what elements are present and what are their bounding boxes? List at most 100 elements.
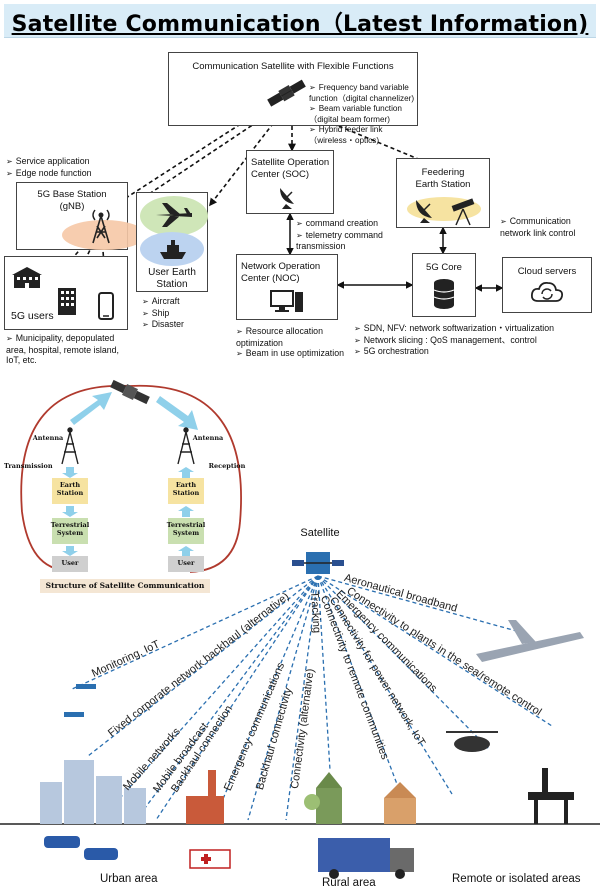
tx-terrestrial bbox=[52, 518, 88, 544]
airplane-large-icon bbox=[476, 620, 584, 662]
soc-bullet: telemetry command transmission bbox=[296, 230, 406, 252]
base-station-bullet: Service application bbox=[6, 156, 126, 168]
noc-bullets: Resource allocation optimization Beam in… bbox=[236, 326, 356, 360]
soc-title: Satellite Operation bbox=[251, 157, 330, 168]
usecase-ray bbox=[317, 575, 453, 795]
base-station-bullets: Service application Edge node function bbox=[6, 156, 126, 179]
users-label: 5G users bbox=[11, 310, 54, 322]
rx-user-label: User bbox=[177, 559, 195, 567]
feeder-station-subtitle: Earth Station bbox=[415, 179, 471, 190]
tx-antenna-icon bbox=[61, 427, 79, 465]
tx-user bbox=[52, 556, 88, 572]
database-icon bbox=[433, 279, 455, 309]
noc-subtitle: Center (NOC) bbox=[241, 273, 300, 284]
noc-box: Network Operation Center (NOC) bbox=[236, 254, 338, 320]
usecase-ray bbox=[317, 575, 331, 771]
satellite-dish-icon bbox=[280, 188, 294, 209]
tx-earth-station-label: Earth Station bbox=[56, 481, 84, 497]
users-bullets: Municipality, depopulated area, hospital… bbox=[6, 333, 126, 366]
soc-box: Satellite Operation Center (SOC) bbox=[246, 150, 334, 214]
base-station-bullet: Edge node function bbox=[6, 168, 126, 180]
satellite-box-title: Communication Satellite with Flexible Fu… bbox=[192, 61, 394, 72]
feeder-bullets: Communication network link control bbox=[500, 216, 594, 238]
transmission-label: Transmission bbox=[4, 462, 53, 470]
area-label-remote: Remote or isolated areas bbox=[452, 873, 581, 885]
core-bullet: Network slicing : QoS management、control bbox=[354, 335, 596, 347]
soc-bullets: command creation telemetry command trans… bbox=[296, 218, 406, 252]
factory-icon bbox=[186, 770, 224, 824]
cell-tower-icon bbox=[92, 209, 110, 244]
rx-terrestrial bbox=[168, 518, 204, 544]
rx-earth-station-label: Earth Station bbox=[172, 481, 200, 497]
satellite-function: Frequency band variable function（digital… bbox=[309, 83, 419, 104]
soc-bullet: command creation bbox=[296, 218, 406, 230]
user-earth-bullet: Aircraft bbox=[142, 296, 212, 308]
page-title: Satellite Communication（Latest Informati… bbox=[11, 12, 589, 37]
oil-platform-icon bbox=[528, 768, 574, 824]
drone-icons bbox=[64, 684, 96, 717]
satellite-function: Hybrid feeder link（wireless・optics) bbox=[309, 125, 419, 146]
usecase-ray bbox=[317, 575, 553, 727]
tx-earth-station bbox=[52, 478, 88, 504]
base-station-title: 5G Base Station bbox=[37, 189, 107, 200]
noc-bullet: Resource allocation optimization bbox=[236, 326, 356, 348]
noc-bullet: Beam in use optimization bbox=[236, 348, 356, 360]
ship-icon bbox=[160, 240, 186, 259]
usecase-ray bbox=[247, 575, 319, 821]
core-bullet: 5G orchestration bbox=[354, 346, 596, 358]
feeder-bullet: Communication network link control bbox=[500, 216, 594, 238]
rx-user bbox=[168, 556, 204, 572]
user-earth-bullet: Ship bbox=[142, 308, 212, 320]
usecase-satellite-icon bbox=[292, 552, 344, 574]
rx-antenna-label: Antenna bbox=[192, 434, 224, 442]
usecase-ray bbox=[317, 575, 401, 793]
satellite-function-list: Frequency band variable function（digital… bbox=[309, 83, 419, 146]
rx-terrestrial-label: Terrestrial System bbox=[166, 521, 206, 537]
core-label: 5G Core bbox=[426, 262, 462, 273]
helicopter-icon bbox=[446, 731, 498, 752]
truck-icon bbox=[318, 838, 414, 879]
base-station-subtitle: (gNB) bbox=[59, 201, 85, 212]
structure-caption: Structure of Satellite Communication bbox=[40, 579, 210, 593]
structure-diagram bbox=[20, 379, 242, 573]
apartment-building-icon bbox=[58, 288, 76, 315]
urban-skyline bbox=[40, 760, 146, 824]
feeder-dish-icon bbox=[416, 200, 432, 223]
reception-label: Reception bbox=[208, 462, 246, 470]
link-sat-users bbox=[138, 109, 276, 201]
noc-title: Network Operation bbox=[241, 261, 321, 272]
usecase-diagram bbox=[0, 552, 600, 879]
title-band: Satellite Communication（Latest Informati… bbox=[4, 4, 596, 38]
satellite-icon bbox=[267, 79, 306, 107]
usecase-ray bbox=[285, 575, 319, 821]
tx-user-label: User bbox=[61, 559, 79, 567]
area-label-rural: Rural area bbox=[322, 877, 376, 889]
ambulance-icon bbox=[189, 849, 231, 869]
cloud-sync-icon bbox=[530, 281, 564, 302]
user-earth-bullets: Aircraft Ship Disaster bbox=[142, 296, 212, 331]
feeder-station-box: Feedering Earth Station bbox=[396, 158, 490, 228]
usecase-ray bbox=[317, 575, 491, 751]
downlink-arrow bbox=[156, 396, 198, 430]
usecase-ray bbox=[213, 575, 319, 821]
municipality-building-icon bbox=[12, 267, 42, 288]
core-bullet: SDN, NFV: network softwarization・virtual… bbox=[354, 323, 596, 335]
user-earth-station-label-2: Station bbox=[156, 279, 188, 290]
rx-antenna-icon bbox=[177, 427, 195, 465]
rural-buildings bbox=[304, 772, 416, 824]
satellite-function: Beam variable function（digital beam form… bbox=[309, 104, 419, 125]
user-earth-bullet: Disaster bbox=[142, 319, 212, 331]
usecase-ray bbox=[103, 575, 319, 817]
soc-subtitle: Center (SOC) bbox=[251, 169, 310, 180]
usecase-satellite-label: Satellite bbox=[300, 527, 340, 539]
uplink-arrow bbox=[70, 392, 112, 425]
telescope-icon bbox=[451, 198, 475, 226]
smartphone-icon bbox=[98, 292, 114, 320]
user-earth-station-label: User Earth bbox=[148, 267, 196, 278]
rx-earth-station bbox=[168, 478, 204, 504]
satellite-box: Communication Satellite with Flexible Fu… bbox=[168, 52, 418, 145]
tx-antenna-label: Antenna bbox=[32, 434, 64, 442]
feeder-station-title: Feedering bbox=[421, 167, 465, 178]
car-icons bbox=[44, 836, 118, 860]
area-label-urban: Urban area bbox=[100, 873, 158, 885]
